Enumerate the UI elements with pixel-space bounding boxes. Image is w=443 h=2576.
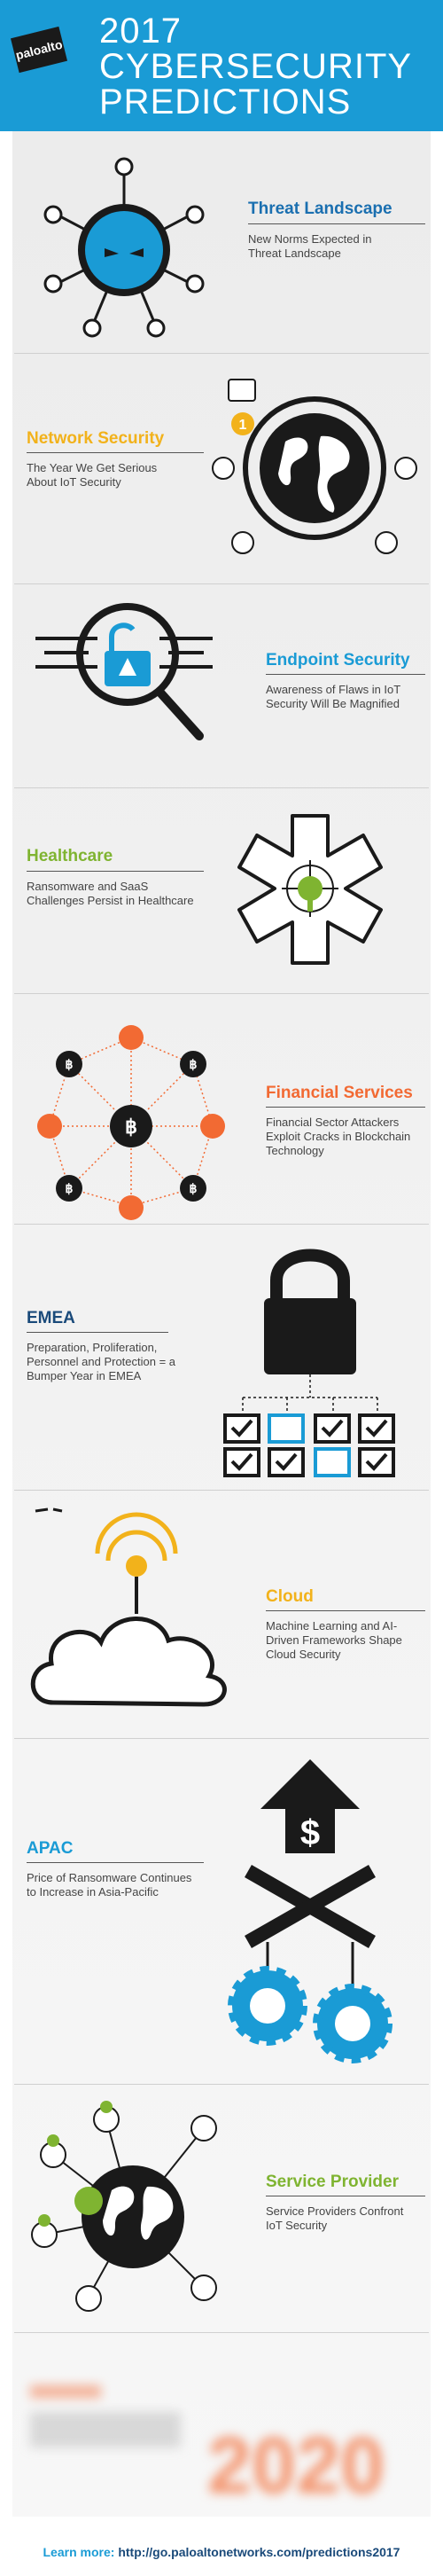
title-rule <box>27 452 204 453</box>
title-rule <box>266 1107 425 1108</box>
title-rule <box>27 871 204 872</box>
financial-services-title: Financial Services <box>266 1084 413 1102</box>
title-rule <box>27 1332 168 1333</box>
section-divider <box>14 787 429 788</box>
blockchain-network-icon: ฿ ฿฿ ฿฿ <box>37 1025 225 1220</box>
endpoint-security-title: Endpoint Security <box>266 651 410 669</box>
healthcare-title: Healthcare <box>27 847 113 865</box>
magnifier-lock-icon <box>35 603 213 740</box>
service-provider-subtitle: Service Providers Confront IoT Security <box>266 2204 404 2232</box>
footer-link[interactable]: http://go.paloaltonetworks.com/predictio… <box>118 2545 400 2559</box>
svg-text:$: $ <box>300 1813 320 1852</box>
threat-landscape-title: Threat Landscape <box>248 200 392 218</box>
header-banner: paloalto 2017 CYBERSECURITY PREDICTIONS <box>0 0 443 131</box>
badge-number: 1 <box>239 418 247 433</box>
title-cybersecurity: CYBERSECURITY <box>99 47 413 86</box>
apac-title: APAC <box>27 1839 74 1858</box>
globe-network-icon: 1 <box>212 379 417 554</box>
healthcare-subtitle: Ransomware and SaaS Challenges Persist i… <box>27 880 194 907</box>
section-divider <box>14 993 429 994</box>
endpoint-security-subtitle: Awareness of Flaws in IoT Security Will … <box>266 683 400 710</box>
paloalto-logo: paloalto <box>10 26 68 74</box>
apac-subtitle: Price of Ransomware Continues to Increas… <box>27 1871 192 1899</box>
section-divider <box>14 1738 429 1739</box>
cloud-title: Cloud <box>266 1587 314 1606</box>
emea-subtitle: Preparation, Proliferation, Personnel an… <box>27 1341 176 1382</box>
svg-text:฿: ฿ <box>190 1057 198 1071</box>
network-security-title: Network Security <box>27 429 165 448</box>
threat-landscape-icon <box>43 157 205 338</box>
title-rule <box>248 223 425 224</box>
section-divider <box>14 1224 429 1225</box>
title-rule <box>266 674 425 675</box>
ransom-gears-icon: $ <box>228 1759 392 2063</box>
threat-landscape-subtitle: New Norms Expected in Threat Landscape <box>248 232 372 260</box>
medical-star-icon <box>237 814 383 965</box>
title-predictions: PREDICTIONS <box>99 82 352 121</box>
svg-text:฿: ฿ <box>66 1057 74 1071</box>
globe-devices-icon <box>31 2101 217 2312</box>
cloud-subtitle: Machine Learning and AI-Driven Framework… <box>266 1619 402 1661</box>
title-year: 2017 <box>99 12 182 51</box>
footer-label: Learn more: <box>43 2545 115 2559</box>
financial-services-subtitle: Financial Sector Attackers Exploit Crack… <box>266 1116 411 1157</box>
svg-text:฿: ฿ <box>66 1181 74 1195</box>
section-divider <box>14 2084 429 2085</box>
blurred-teaser: 2020 <box>12 2341 431 2518</box>
cloud-signal-icon <box>30 1507 227 1707</box>
footer: Learn more: http://go.paloaltonetworks.c… <box>0 2545 443 2559</box>
network-security-subtitle: The Year We Get Serious About IoT Securi… <box>27 461 158 489</box>
padlock-checkboxes-icon <box>223 1249 395 1477</box>
section-divider <box>14 1490 429 1491</box>
section-divider <box>14 583 429 584</box>
svg-text:฿: ฿ <box>190 1181 198 1195</box>
title-rule <box>266 1610 425 1611</box>
emea-title: EMEA <box>27 1309 75 1327</box>
svg-text:฿: ฿ <box>125 1116 137 1138</box>
service-provider-title: Service Provider <box>266 2173 399 2191</box>
section-divider <box>14 2332 429 2333</box>
section-divider <box>14 353 429 354</box>
blurred-year: 2020 <box>207 2422 385 2510</box>
title-rule <box>27 1862 204 1863</box>
content-background <box>12 131 431 2517</box>
